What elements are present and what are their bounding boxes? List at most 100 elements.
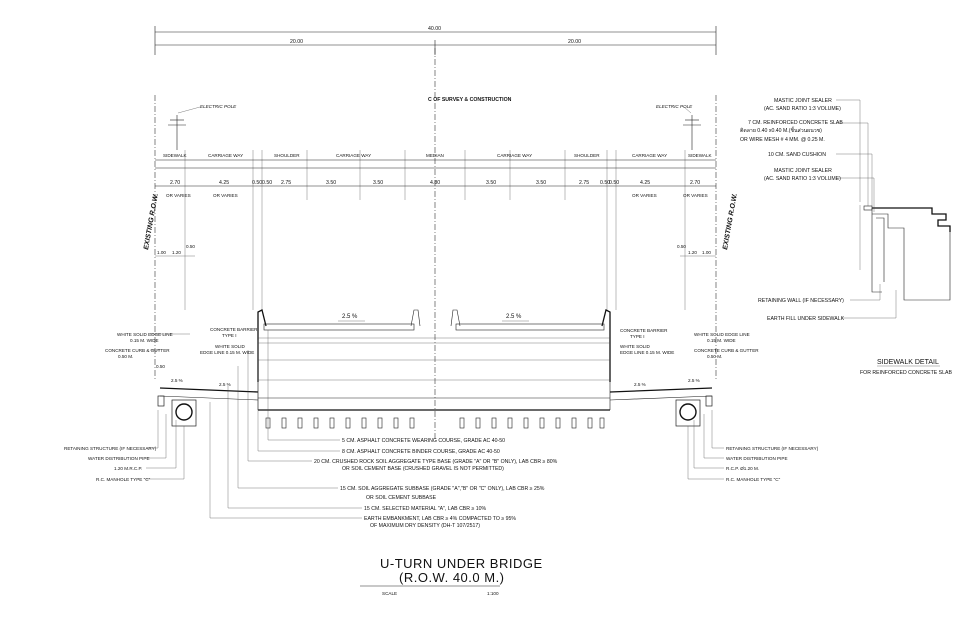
existing-row-right: EXISTING R.O.W. [722, 193, 739, 250]
label: 0.15 M. WIDE [130, 338, 159, 343]
lane-dim: 2.70 [690, 180, 700, 186]
layer-note: 20 CM. CRUSHED ROCK SOIL AGGREGATE TYPE … [314, 459, 558, 465]
detail-label: RETAINING WALL (IF NECESSARY) [758, 298, 844, 304]
half-right-label: 20.00 [568, 39, 581, 45]
label: EDGE LINE 0.15 M. WIDE [620, 350, 674, 355]
lane-dim-gap: 0.50 [252, 180, 262, 186]
title-block: U-TURN UNDER BRIDGE (R.O.W. 40.0 M.) SCA… [360, 556, 543, 596]
lane-dim: 3.50 [326, 180, 336, 186]
label: R.C. MANHOLE TYPE "C" [96, 477, 151, 482]
scale-label: SCALE [382, 591, 397, 596]
small-dim: 1.20 [172, 250, 181, 255]
existing-row-left: EXISTING R.O.W. [143, 193, 160, 250]
label: R.C.P. Ø1.20 M. [726, 466, 759, 471]
small-dim: 1.20 [688, 250, 697, 255]
underpass-structure: 2.5 % 2.5 % 2.5 % 2.5 % 2.5 % 2.5 % [159, 309, 713, 429]
sidewalk-dims: 1.00 1.20 0.50 0.50 1.20 1.00 0.50 [155, 244, 716, 369]
small-dim: 0.50 [156, 364, 165, 369]
label: WATER DISTRIBUTION PIPE [88, 456, 150, 461]
centerline-label: C OF SURVEY & CONSTRUCTION [428, 97, 512, 103]
label: CONCRETE CURB & GUTTER [694, 348, 759, 353]
layer-note: OF MAXIMUM DRY DENSITY (DH-T 107/2517) [370, 523, 480, 529]
label: R.C. MANHOLE TYPE "C" [726, 477, 781, 482]
lane-name: MEDIAN [426, 153, 444, 158]
layer-note: OR SOIL CEMENT BASE (CRUSHED GRAVEL IS N… [342, 466, 504, 472]
lane-names: SIDEWALK CARRIAGE WAY SHOULDER CARRIAGE … [155, 153, 716, 169]
detail-label: 10 CM. SAND CUSHION [768, 152, 826, 158]
lane-dim: 3.50 [536, 180, 546, 186]
half-left-label: 20.00 [290, 39, 303, 45]
piles [265, 417, 605, 429]
detail-label: EARTH FILL UNDER SIDEWALK [767, 316, 845, 322]
lane-divisions [184, 150, 686, 310]
slope-left: 2.5 % [342, 314, 358, 320]
label: 0.50 M. [118, 354, 133, 359]
or-varies: OR VARIES [632, 193, 657, 198]
lane-name: CARRIAGE WAY [208, 153, 243, 158]
lane-dimensions: 2.70 4.25 0.50 0.50 2.75 3.50 3.50 4.80 … [155, 180, 716, 198]
drawing-title: U-TURN UNDER BRIDGE [380, 556, 543, 571]
electric-pole-left: ELECTRIC POLE [168, 104, 237, 150]
detail-label: 7 CM. REINFORCED CONCRETE SLAB [748, 120, 843, 126]
detail-subtitle: FOR REINFORCED CONCRETE SLAB [860, 370, 952, 376]
lane-dim: 4.25 [219, 180, 229, 186]
detail-label: MASTIC JOINT SEALER [774, 168, 832, 174]
label: RETAINING STRUCTURE (IF NECESSARY) [64, 446, 157, 451]
layer-note: 8 CM. ASPHALT CONCRETE BINDER COURSE, GR… [342, 449, 500, 455]
layer-note: 5 CM. ASPHALT CONCRETE WEARING COURSE, G… [342, 438, 505, 444]
lane-name: CARRIAGE WAY [632, 153, 667, 158]
label: TYPE I [630, 334, 645, 339]
layer-notes: 5 CM. ASPHALT CONCRETE WEARING COURSE, G… [314, 438, 558, 529]
small-dim: 0.50 [186, 244, 195, 249]
layer-note: EARTH EMBANKMENT, LAB CBR ≥ 4% COMPACTED… [364, 516, 516, 522]
drawing-subtitle: (R.O.W. 40.0 M.) [399, 570, 505, 585]
layer-note: 15 CM. SELECTED MATERIAL "A", LAB CBR ≥ … [364, 506, 487, 512]
label: RETAINING STRUCTURE (IF NECESSARY) [726, 446, 819, 451]
label: WATER DISTRIBUTION PIPE [726, 456, 788, 461]
lane-dim-gap: 0.50 [600, 180, 610, 186]
lane-name: SHOULDER [274, 153, 300, 158]
electric-pole-right-label: ELECTRIC POLE [656, 104, 693, 109]
detail-label: (AC. SAND RATIO 1:3 VOLUME) [764, 176, 841, 182]
lane-name: SHOULDER [574, 153, 600, 158]
lane-dim: 2.75 [579, 180, 589, 186]
label: CONCRETE BARRIER [620, 328, 668, 333]
lane-dim: 3.50 [373, 180, 383, 186]
lane-name: SIDEWALK [163, 153, 188, 158]
or-varies: OR VARIES [683, 193, 708, 198]
slope-small-right2: 2.5 % [688, 378, 700, 383]
detail-label: OR WIRE MESH # 4 MM. @ 0.25 M. [740, 137, 825, 143]
sidewalk-detail: MASTIC JOINT SEALER (AC. SAND RATIO 1:3 … [740, 98, 952, 376]
label: WHITE SOLID [620, 344, 651, 349]
label: TYPE I [222, 333, 237, 338]
detail-label: (AC. SAND RATIO 1:3 VOLUME) [764, 106, 841, 112]
lane-dim-gap: 0.50 [609, 180, 619, 186]
lane-name: CARRIAGE WAY [497, 153, 532, 158]
small-dim: 0.50 [677, 244, 686, 249]
label: WHITE SOLID [215, 344, 246, 349]
or-varies: OR VARIES [213, 193, 238, 198]
or-varies: OR VARIES [166, 193, 191, 198]
label: WHITE SOLID EDGE LINE [694, 332, 750, 337]
label: CONCRETE BARRIER [210, 327, 258, 332]
left-labels: WHITE SOLID EDGE LINE 0.15 M. WIDE CONCR… [64, 327, 258, 482]
lane-dim: 2.75 [281, 180, 291, 186]
manhole-left [157, 395, 197, 427]
lane-dim: 3.50 [486, 180, 496, 186]
electric-pole-left-label: ELECTRIC POLE [200, 104, 237, 109]
detail-label: MASTIC JOINT SEALER [774, 98, 832, 104]
slope-small-left2: 2.5 % [219, 382, 231, 387]
label: EDGE LINE 0.15 M. WIDE [200, 350, 254, 355]
label: 1.20 M.R.C.P. [114, 466, 142, 471]
lane-name: SIDEWALK [688, 153, 713, 158]
slope-right: 2.5 % [506, 314, 522, 320]
small-dim: 1.00 [702, 250, 711, 255]
layer-note: 15 CM. SOIL AGGREGATE SUBBASE (GRADE "A"… [340, 486, 545, 492]
label: 0.50 M. [707, 354, 722, 359]
label: WHITE SOLID EDGE LINE [117, 332, 173, 337]
scale-value: 1:100 [487, 591, 499, 596]
layer-note: OR SOIL CEMENT SUBBASE [366, 495, 437, 501]
lane-dim: 2.70 [170, 180, 180, 186]
detail-label: ติดลาย 0.40 x0.40 M.(ชิ้นส่วนผนวช) [740, 126, 822, 134]
